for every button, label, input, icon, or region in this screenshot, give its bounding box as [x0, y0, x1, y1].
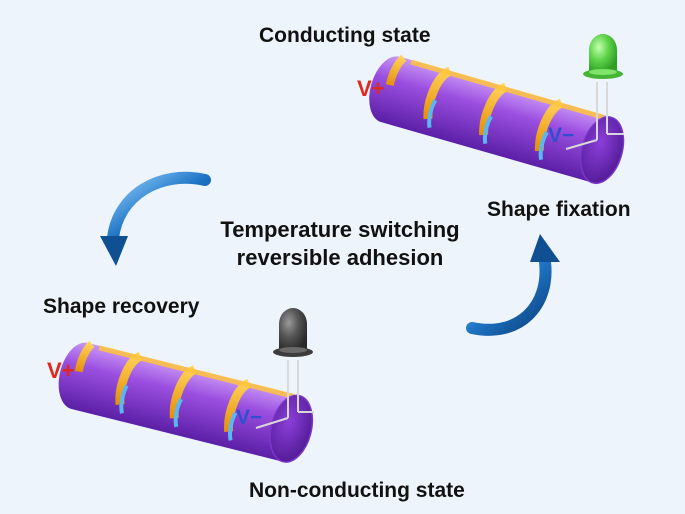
top-v-minus-label: V−: [548, 124, 575, 147]
top-led-assembly: [565, 34, 624, 150]
led-on-icon: [583, 34, 623, 79]
top-state-label: Conducting state: [259, 24, 431, 47]
bottom-v-plus-label: V+: [47, 358, 75, 383]
bottom-cylinder: [58, 340, 314, 463]
curved-arrow-up-icon: [466, 234, 560, 336]
top-v-plus-label: V+: [357, 76, 385, 101]
center-title-line1: Temperature switching: [220, 217, 460, 242]
curved-arrow-down-icon: [100, 171, 211, 266]
center-title: Temperature switching reversible adhesio…: [170, 216, 510, 272]
shape-fixation-label: Shape fixation: [487, 198, 631, 221]
center-title-line2: reversible adhesion: [236, 245, 444, 270]
shape-recovery-label: Shape recovery: [43, 295, 200, 318]
led-off-icon: [273, 308, 313, 357]
bottom-v-minus-label: V−: [236, 406, 263, 429]
bottom-led-assembly: [255, 308, 314, 429]
bottom-state-label: Non-conducting state: [249, 479, 465, 502]
